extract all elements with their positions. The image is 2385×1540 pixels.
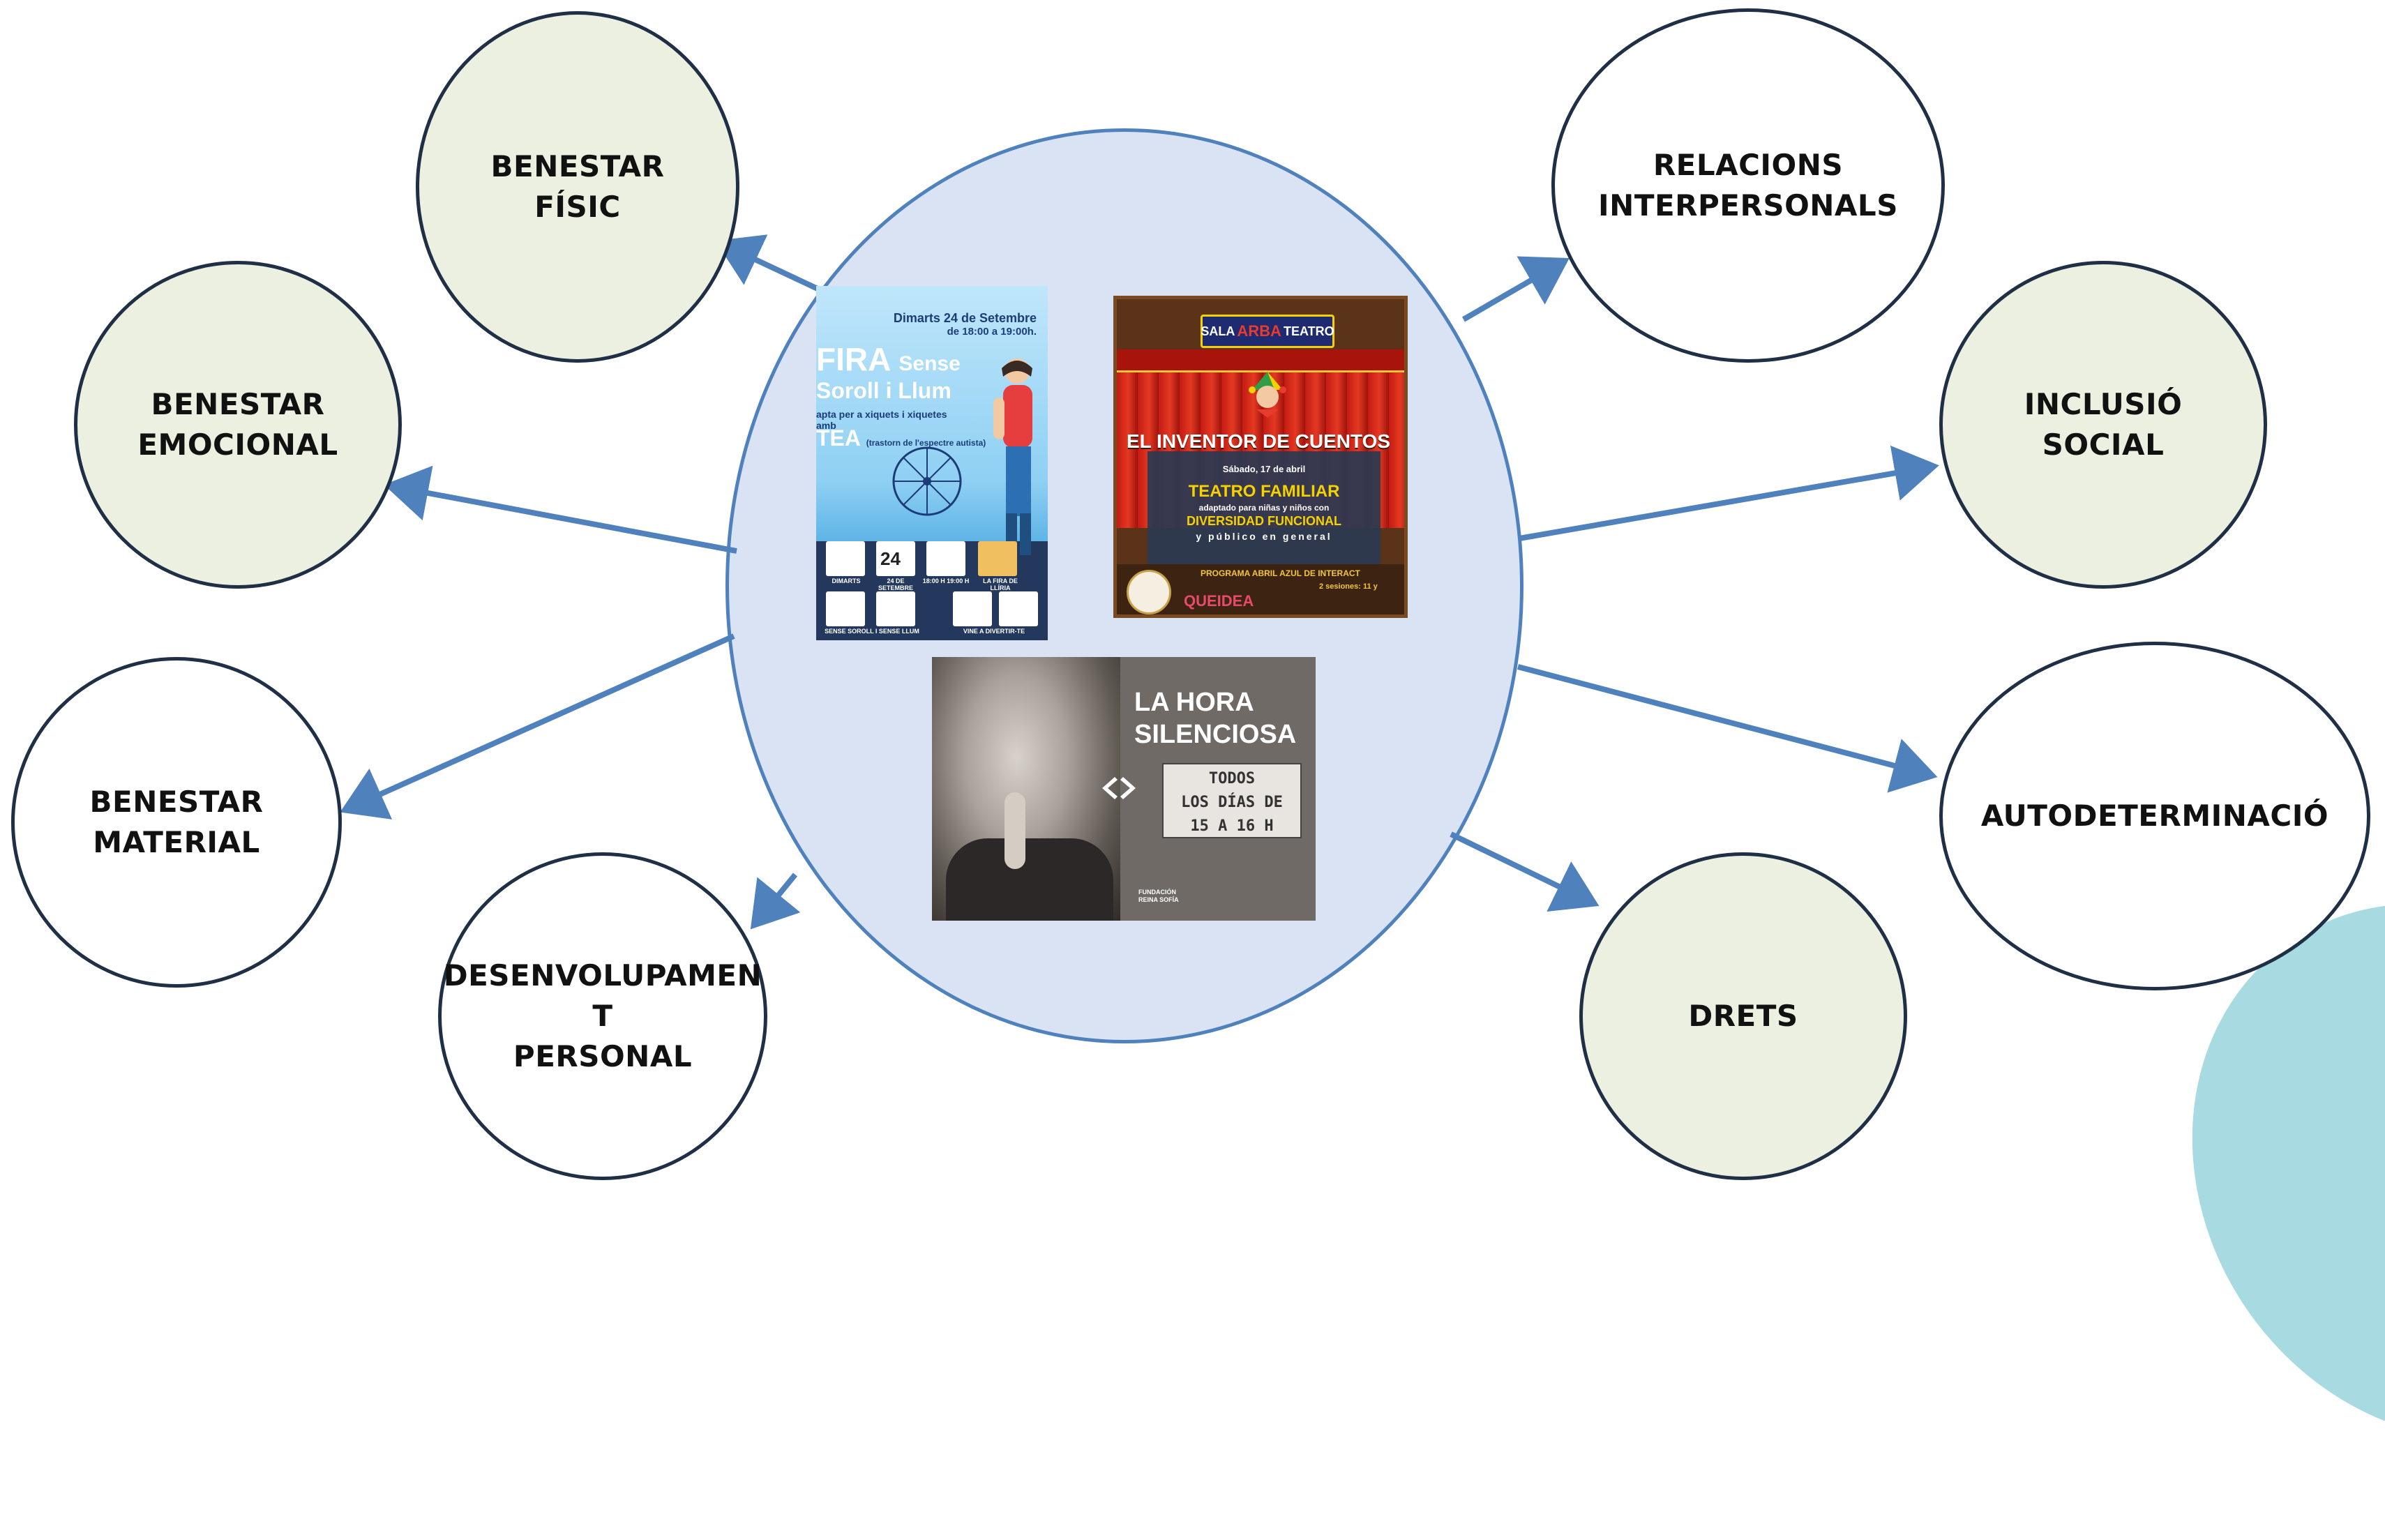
pictogram-play-cell	[999, 591, 1038, 626]
node-benestar-material: BENESTAR MATERIAL	[11, 657, 342, 988]
carrefour-logo-icon	[1102, 777, 1136, 799]
arrow-desenvolupament	[750, 873, 801, 930]
node-desenvolupament-personal: DESENVOLUPAMEN T PERSONAL	[438, 852, 767, 1180]
poster-fira-tea-text: TEA	[816, 425, 860, 451]
arrow-autodeterminacio	[1517, 664, 1938, 793]
poster-fira-line: apta per a xiquets i xiquetes amb	[816, 409, 947, 431]
node-autodeterminacio: AUTODETERMINACIÓ	[1939, 642, 2370, 990]
arrow-drets	[1450, 831, 1600, 912]
node-desenvolupament-personal-label: DESENVOLUPAMEN T PERSONAL	[443, 958, 762, 1073]
pictogram-clock-cell	[926, 541, 965, 576]
pictogram-caption-6: VINE A DIVERTIR-TE	[963, 628, 1025, 635]
marquee-teatro: TEATRO	[1283, 324, 1334, 338]
node-relacions-interpersonals: RELACIONS INTERPERSONALS	[1551, 8, 1945, 363]
node-benestar-fisic: BENESTAR FÍSIC	[416, 11, 739, 363]
node-benestar-emocional-label: BENESTAR EMOCIONAL	[137, 387, 338, 462]
node-benestar-material-label: BENESTAR MATERIAL	[89, 785, 264, 859]
hora-footer-logos: FUNDACIÓN REINA SOFÍA	[1138, 861, 1316, 921]
hora-title: LA HORA SILENCIOSA	[1134, 688, 1297, 749]
photo-finger	[1005, 792, 1025, 869]
teatro-kind: TEATRO FAMILIAR	[1188, 482, 1340, 501]
teatro-diversity: DIVERSIDAD FUNCIONAL	[1186, 514, 1341, 528]
pictogram-fair-cell	[826, 541, 865, 576]
fundacion-reina-sofia-logo: FUNDACIÓN REINA SOFÍA	[1138, 889, 1179, 903]
pictogram-no-light-cell	[876, 591, 915, 626]
arrow-relacions	[1461, 256, 1570, 322]
poster-fira-pictogram-grid: 24 DIMARTS 24 DE SETEMBRE 18:00 H 19:00 …	[823, 537, 1041, 635]
stage-valance	[1117, 349, 1404, 372]
jester-icon	[1249, 372, 1286, 418]
pictogram-date-cell: 24	[876, 541, 915, 576]
poster-fira-tea-note: (trastorn de l'espectre autista)	[866, 438, 986, 448]
pictogram-stalls-cell	[978, 541, 1017, 576]
node-relacions-interpersonals-label: RELACIONS INTERPERSONALS	[1598, 148, 1898, 222]
poster-hora-silenciosa: LA HORA SILENCIOSA TODOS LOS DÍAS DE 15 …	[932, 657, 1316, 921]
arrow-inclusio	[1519, 445, 1939, 541]
arrow-benestar-material	[340, 633, 735, 820]
queidea-logo: QUEIDEA	[1184, 592, 1254, 610]
arrow-benestar-emocional	[384, 465, 737, 554]
teatro-public: y público en general	[1196, 531, 1332, 542]
pictogram-caption-4: LA FIRA DE LLÍRIA	[983, 578, 1018, 591]
poster-fira-title-small: Sense	[898, 352, 961, 375]
node-drets-label: DRETS	[1688, 999, 1798, 1033]
pictogram-no-noise-cell	[826, 591, 865, 626]
sala-arba-marquee: SALA ARBA TEATRO	[1201, 315, 1334, 348]
teatro-adapted: adaptado para niñas y niños con	[1198, 503, 1330, 513]
child-illustration	[993, 358, 1032, 555]
poster-fira-title-main: FIRA	[816, 341, 890, 377]
pictogram-caption-3: 18:00 H 19:00 H	[922, 578, 970, 584]
poster-fira-subtitle: Soroll i Llum	[816, 378, 951, 403]
ferris-wheel-icon	[892, 446, 962, 516]
child-silence-photo	[932, 657, 1120, 921]
marquee-arba: ARBA	[1237, 322, 1281, 340]
poster-fira-hours: de 18:00 a 19:00h.	[947, 326, 1037, 338]
poster-fira-date-text: Dimarts 24 de Setembre	[893, 311, 1037, 325]
node-benestar-fisic-label: BENESTAR FÍSIC	[490, 149, 665, 224]
node-benestar-emocional: BENESTAR EMOCIONAL	[74, 261, 402, 589]
pictogram-day-number: 24	[880, 548, 901, 569]
poster-fira-tea: TEA (trastorn de l'espectre autista)	[816, 425, 986, 451]
pictogram-walk-cell	[953, 591, 992, 626]
teatro-title: EL INVENTOR DE CUENTOS	[1127, 430, 1391, 452]
node-drets: DRETS	[1579, 852, 1907, 1180]
pictogram-caption-1: DIMARTS	[832, 578, 861, 584]
poster-teatro: SALA ARBA TEATRO EL INVENTOR DE CUENTOS …	[1113, 296, 1408, 618]
teatro-sessions: 2 sesiones: 11 y	[1319, 582, 1378, 591]
teatro-program: PROGRAMA ABRIL AZUL DE INTERACT	[1201, 568, 1360, 578]
teatro-seal-logo	[1127, 570, 1171, 614]
node-autodeterminacio-label: AUTODETERMINACIÓ	[1980, 799, 2329, 833]
photo-shirt	[946, 838, 1113, 921]
pictogram-caption-2: 24 DE SETEMBRE	[878, 578, 913, 591]
node-inclusio-social-label: INCLUSIÓ SOCIAL	[2024, 387, 2183, 462]
pictogram-caption-5: SENSE SOROLL I SENSE LLUM	[825, 628, 919, 635]
marquee-sala: SALA	[1201, 324, 1235, 338]
node-inclusio-social: INCLUSIÓ SOCIAL	[1939, 261, 2267, 589]
teatro-date: Sábado, 17 de abril	[1222, 464, 1306, 474]
diagram-canvas: BENESTAR FÍSIC BENESTAR EMOCIONAL BENEST…	[11, 8, 2385, 1540]
hora-schedule-box: TODOS LOS DÍAS DE 15 A 16 H	[1162, 763, 1302, 838]
arrow-benestar-fisic	[715, 234, 819, 292]
poster-fira-title: FIRA Sense	[816, 342, 961, 382]
stage-panel	[1148, 451, 1380, 574]
